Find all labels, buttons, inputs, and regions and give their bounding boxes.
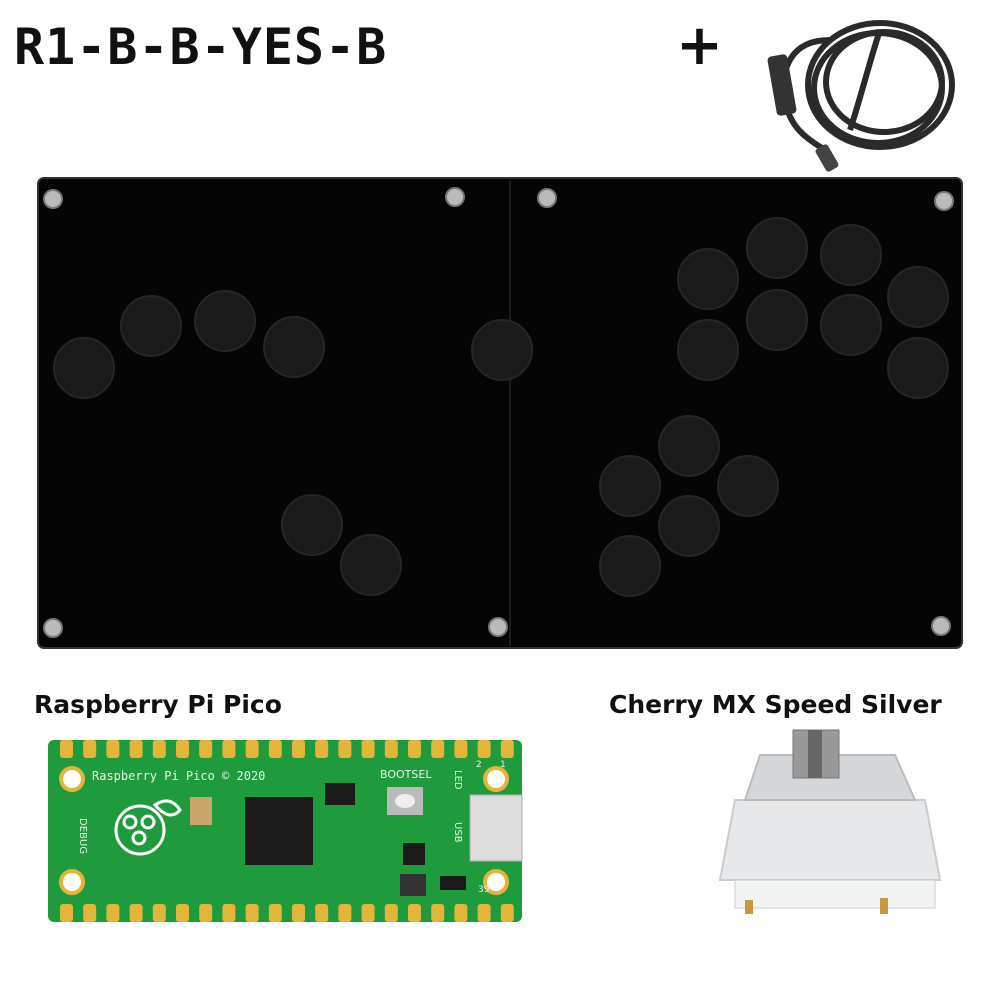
- arcade-button: [820, 224, 882, 286]
- gpio-pad: [500, 904, 514, 922]
- gpio-pad: [477, 904, 491, 922]
- gpio-pad: [408, 904, 421, 922]
- screw: [537, 188, 557, 208]
- debug-text: DEBUG: [77, 818, 88, 854]
- gpio-pad: [106, 740, 120, 758]
- screw: [931, 616, 951, 636]
- gpio-pad: [176, 740, 189, 758]
- product-code-title: R1-B-B-YES-B: [14, 18, 388, 76]
- arcade-button: [677, 248, 739, 310]
- gpio-pad: [152, 740, 166, 758]
- gpio-pad: [83, 740, 97, 758]
- gpio-pad: [500, 740, 514, 758]
- raspberry-logo-icon: [114, 799, 182, 856]
- gpio-pad: [454, 904, 468, 922]
- arcade-button: [658, 415, 720, 477]
- arcade-button: [717, 455, 779, 517]
- arcade-button: [281, 494, 343, 556]
- gpio-pad: [268, 740, 282, 758]
- gpio-pad: [60, 904, 73, 922]
- arcade-button: [263, 316, 325, 378]
- gpio-pad: [431, 740, 445, 758]
- screw: [488, 617, 508, 637]
- gpio-pad: [60, 740, 73, 758]
- gpio-pad: [292, 904, 305, 922]
- arcade-button: [887, 266, 949, 328]
- gpio-pad: [361, 904, 375, 922]
- pico-label: Raspberry Pi Pico: [34, 690, 282, 719]
- arcade-button: [746, 289, 808, 351]
- pin-2-text: 2: [476, 760, 482, 770]
- gpio-pad: [384, 904, 398, 922]
- screw: [43, 618, 63, 638]
- gpio-pad: [292, 740, 305, 758]
- arcade-button: [53, 337, 115, 399]
- pin-39-text: 39: [478, 885, 490, 895]
- arcade-button: [887, 337, 949, 399]
- arcade-button: [471, 319, 533, 381]
- arcade-button: [677, 319, 739, 381]
- screw: [43, 189, 63, 209]
- arcade-button: [599, 455, 661, 517]
- switch-label: Cherry MX Speed Silver: [609, 690, 942, 719]
- gpio-pad: [129, 904, 143, 922]
- cherry-mx-switch: [718, 729, 942, 914]
- micro-usb-port: [469, 794, 523, 862]
- gpio-pad: [83, 904, 97, 922]
- gpio-pad: [245, 904, 259, 922]
- gpio-pad: [245, 740, 259, 758]
- led-text: LED: [452, 770, 463, 790]
- gpio-pad: [338, 740, 352, 758]
- gpio-pad: [338, 904, 352, 922]
- gpio-pad: [199, 904, 213, 922]
- pico-silkscreen: Raspberry Pi Pico © 2020: [92, 769, 265, 783]
- gpio-pad: [454, 740, 468, 758]
- usb-c-plug: [815, 144, 839, 172]
- usb-text: USB: [452, 822, 463, 843]
- gpio-pad: [222, 740, 236, 758]
- gpio-pad: [176, 904, 189, 922]
- gpio-pad: [384, 740, 398, 758]
- arcade-button: [746, 217, 808, 279]
- crystal: [190, 797, 212, 825]
- usb-c-cable-icon: [780, 20, 955, 153]
- gpio-pad: [106, 904, 120, 922]
- raspberry-pi-pico-board: Raspberry Pi Pico © 2020 BOOTSEL LED DEB…: [48, 740, 523, 922]
- arcade-button: [820, 294, 882, 356]
- gpio-pad: [268, 904, 282, 922]
- gpio-pad: [477, 740, 491, 758]
- gpio-pad: [152, 904, 166, 922]
- gpio-pad: [361, 740, 375, 758]
- bootsel-text: BOOTSEL: [380, 768, 432, 781]
- arcade-button: [599, 535, 661, 597]
- gpio-pad: [222, 904, 236, 922]
- controller-panel: [37, 177, 963, 649]
- screw: [934, 191, 954, 211]
- cable-connector: [767, 54, 797, 116]
- arcade-button: [120, 295, 182, 357]
- arcade-button: [658, 495, 720, 557]
- gpio-pad: [315, 904, 329, 922]
- plus-icon: +: [676, 13, 723, 78]
- rp2040-chip: [245, 797, 313, 865]
- arcade-button: [340, 534, 402, 596]
- gpio-pad: [431, 904, 445, 922]
- gpio-pad: [199, 740, 213, 758]
- flash-chip: [325, 783, 355, 805]
- arcade-button: [194, 290, 256, 352]
- pin-1-text: 1: [500, 760, 506, 770]
- gpio-pad: [408, 740, 421, 758]
- gpio-pad: [315, 740, 329, 758]
- screw: [445, 187, 465, 207]
- gpio-pad: [129, 740, 143, 758]
